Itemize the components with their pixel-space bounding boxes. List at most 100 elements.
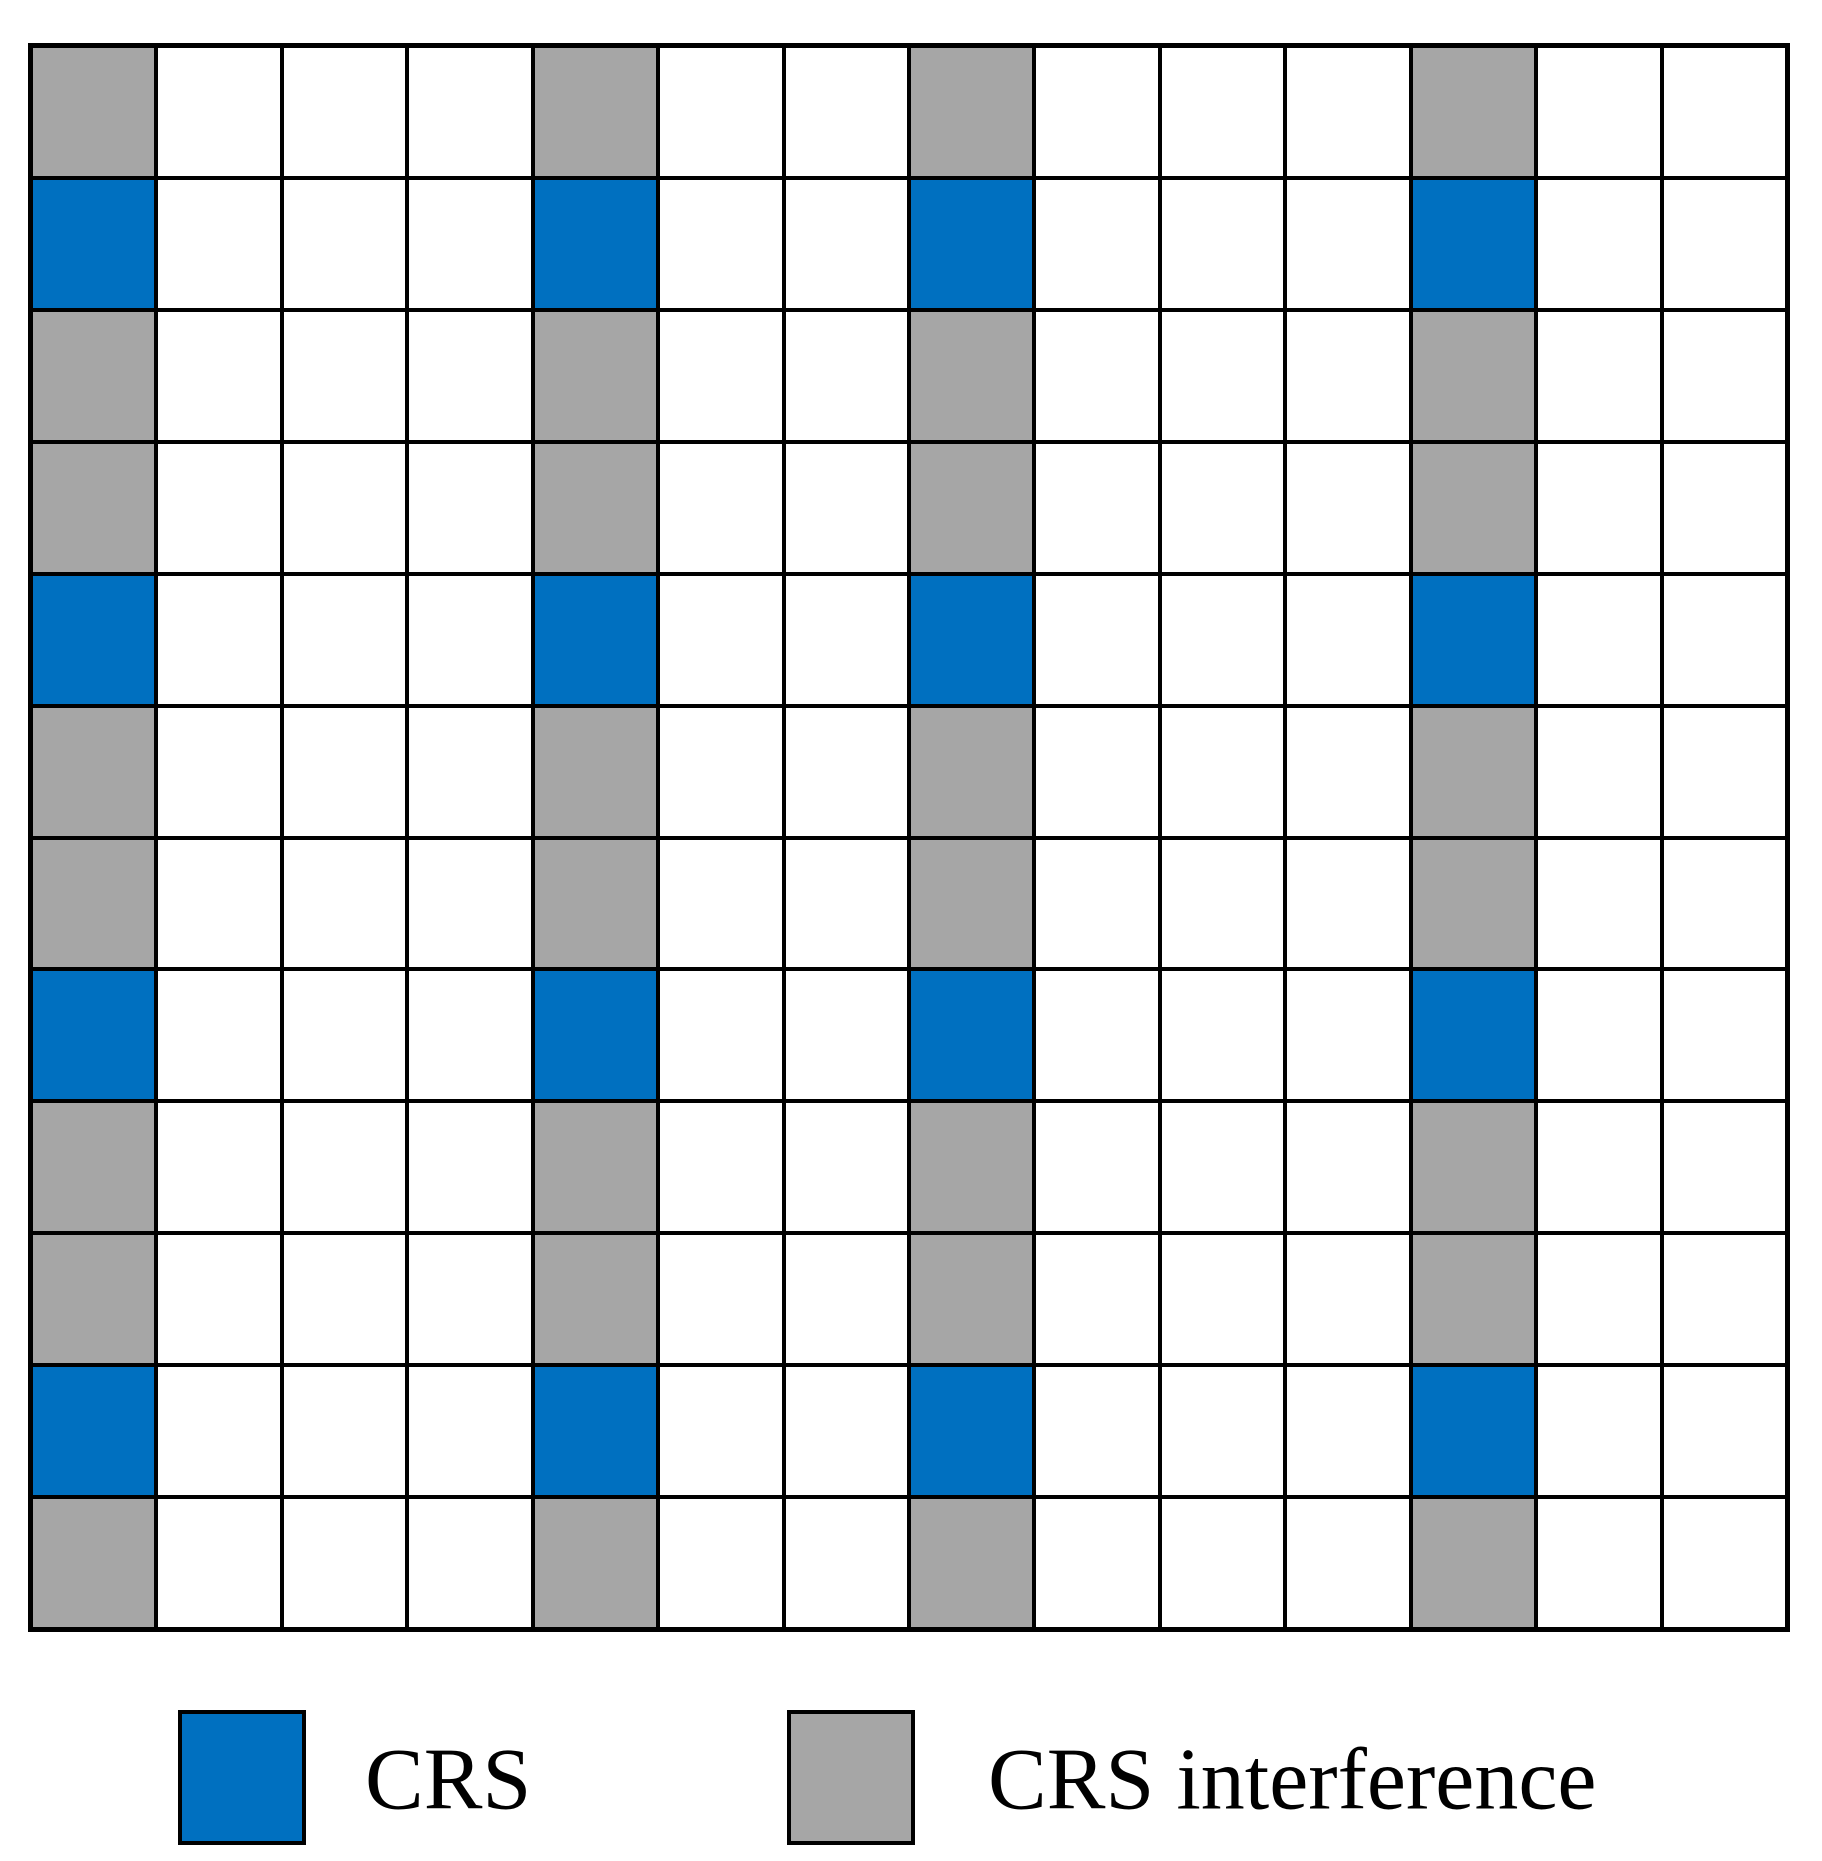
empty-cell (1159, 837, 1286, 970)
crs-cell (909, 1365, 1035, 1498)
empty-cell (1285, 309, 1411, 442)
empty-cell (1285, 441, 1411, 574)
empty-cell (1159, 1101, 1286, 1234)
empty-cell (1034, 837, 1160, 970)
crs-interference-cell (31, 309, 157, 442)
empty-cell (156, 573, 282, 706)
crs-interference-cell (1410, 1101, 1537, 1234)
empty-cell (658, 309, 784, 442)
crs-cell (532, 1365, 659, 1498)
empty-cell (1661, 1101, 1787, 1234)
empty-cell (1285, 705, 1411, 838)
empty-cell (281, 705, 408, 838)
crs-interference-cell (909, 441, 1035, 574)
empty-cell (1536, 309, 1662, 442)
crs-interference-cell (31, 705, 157, 838)
empty-cell (156, 837, 282, 970)
empty-cell (156, 1497, 282, 1629)
empty-cell (1159, 1365, 1286, 1498)
empty-cell (783, 441, 909, 574)
empty-cell (1285, 1497, 1411, 1629)
empty-cell (1034, 1233, 1160, 1366)
empty-cell (1034, 969, 1160, 1102)
crs-cell (1410, 573, 1537, 706)
crs-interference-cell (909, 309, 1035, 442)
crs-interference-cell (31, 1497, 157, 1629)
empty-cell (783, 309, 909, 442)
empty-cell (407, 441, 533, 574)
empty-cell (1536, 1101, 1662, 1234)
empty-cell (407, 1233, 533, 1366)
legend-label-crs-interference: CRS interference (988, 1731, 1597, 1829)
empty-cell (658, 969, 784, 1102)
empty-cell (281, 1233, 408, 1366)
legend-swatch-crs-interference (787, 1710, 915, 1845)
empty-cell (1536, 837, 1662, 970)
empty-cell (783, 837, 909, 970)
empty-cell (1285, 837, 1411, 970)
empty-cell (407, 1365, 533, 1498)
empty-cell (1034, 441, 1160, 574)
empty-cell (1034, 309, 1160, 442)
empty-cell (407, 573, 533, 706)
empty-cell (1034, 1101, 1160, 1234)
empty-cell (1034, 177, 1160, 310)
empty-cell (156, 177, 282, 310)
crs-interference-cell (31, 1233, 157, 1366)
empty-cell (281, 46, 408, 178)
empty-cell (156, 705, 282, 838)
empty-cell (407, 1101, 533, 1234)
crs-cell (31, 573, 157, 706)
crs-cell (532, 969, 659, 1102)
empty-cell (783, 177, 909, 310)
empty-cell (783, 573, 909, 706)
empty-cell (1661, 573, 1787, 706)
empty-cell (1034, 705, 1160, 838)
crs-interference-cell (31, 441, 157, 574)
empty-cell (1661, 969, 1787, 1102)
crs-cell (1410, 1365, 1537, 1498)
resource-grid (28, 43, 1790, 1632)
empty-cell (281, 177, 408, 310)
empty-cell (1536, 441, 1662, 574)
empty-cell (1285, 177, 1411, 310)
crs-interference-cell (909, 1233, 1035, 1366)
empty-cell (1536, 705, 1662, 838)
empty-cell (281, 1497, 408, 1629)
crs-interference-cell (1410, 309, 1537, 442)
empty-cell (1159, 46, 1286, 178)
empty-cell (658, 1497, 784, 1629)
empty-cell (156, 969, 282, 1102)
empty-cell (1661, 837, 1787, 970)
empty-cell (1159, 1497, 1286, 1629)
empty-cell (783, 1497, 909, 1629)
crs-interference-cell (1410, 837, 1537, 970)
crs-cell (532, 573, 659, 706)
crs-interference-cell (1410, 441, 1537, 574)
empty-cell (407, 969, 533, 1102)
crs-interference-cell (1410, 705, 1537, 838)
empty-cell (156, 1101, 282, 1234)
empty-cell (658, 1233, 784, 1366)
empty-cell (1661, 1233, 1787, 1366)
empty-cell (1661, 441, 1787, 574)
crs-cell (532, 177, 659, 310)
empty-cell (1034, 573, 1160, 706)
empty-cell (407, 46, 533, 178)
empty-cell (1661, 46, 1787, 178)
crs-interference-cell (31, 837, 157, 970)
crs-interference-cell (909, 1497, 1035, 1629)
empty-cell (1159, 969, 1286, 1102)
empty-cell (407, 705, 533, 838)
empty-cell (1034, 1365, 1160, 1498)
empty-cell (1285, 1233, 1411, 1366)
empty-cell (1159, 705, 1286, 838)
empty-cell (1034, 46, 1160, 178)
empty-cell (658, 46, 784, 178)
empty-cell (1536, 46, 1662, 178)
empty-cell (1285, 969, 1411, 1102)
crs-interference-cell (909, 1101, 1035, 1234)
empty-cell (658, 573, 784, 706)
empty-cell (658, 1365, 784, 1498)
crs-interference-cell (532, 1233, 659, 1366)
